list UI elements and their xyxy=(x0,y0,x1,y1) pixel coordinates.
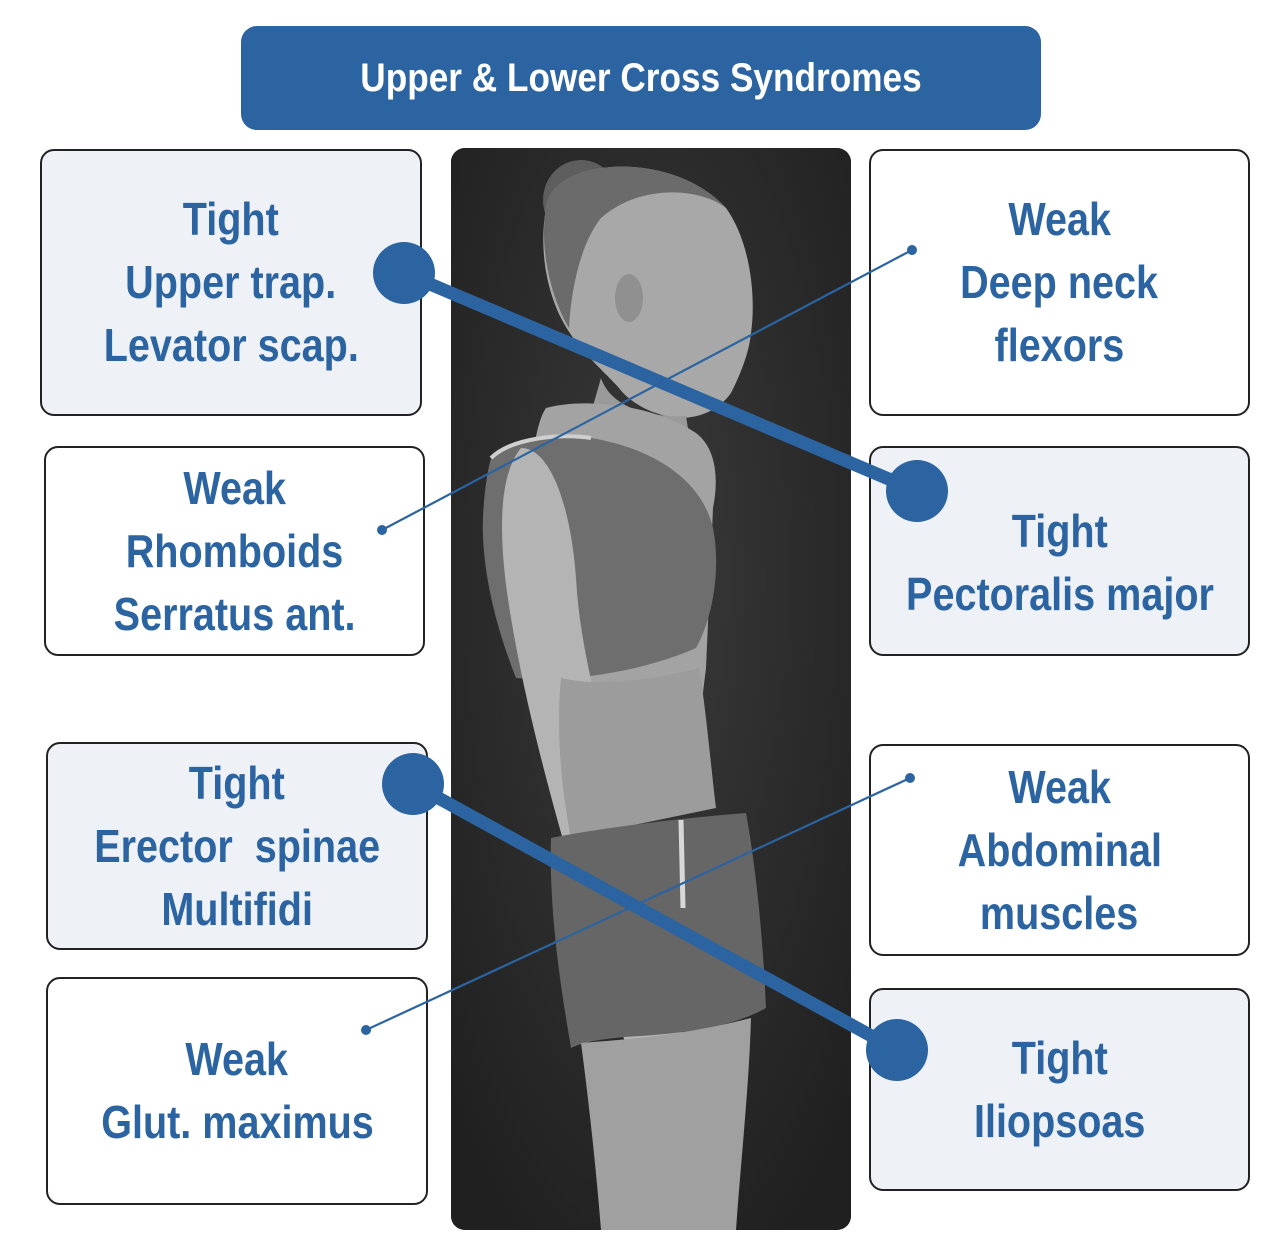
box-label-line: Glut. maximus xyxy=(100,1096,374,1148)
box-label-line: Tight xyxy=(1011,505,1108,557)
weak-dot-neck-flexors xyxy=(907,245,917,255)
tight-dot-pectoralis xyxy=(886,460,948,522)
tight-connector-lower xyxy=(406,777,904,1057)
weak-dot-glut xyxy=(361,1025,371,1035)
weak-connector-upper xyxy=(381,249,913,531)
posture-photo xyxy=(451,148,851,1230)
box-label-line: Abdominal xyxy=(957,823,1162,876)
weak-dot-abdominal xyxy=(905,773,915,783)
box-label-line: muscles xyxy=(980,886,1139,939)
weak-connector-lower xyxy=(365,777,911,1031)
box-label-line: Erector spinae xyxy=(94,819,380,872)
box-tight-erector-spinae: Tight Erector spinae Multifidi xyxy=(46,742,428,950)
box-tight-iliopsoas: Tight Iliopsoas xyxy=(869,988,1250,1191)
box-weak-glut-maximus: Weak Glut. maximus xyxy=(46,977,428,1205)
box-label-line: Weak xyxy=(183,461,286,514)
box-label-line: Weak xyxy=(185,1033,289,1085)
box-label-line: Tight xyxy=(1011,1031,1108,1084)
box-weak-rhomboids: Weak Rhomboids Serratus ant. xyxy=(44,446,425,656)
box-tight-upper-trap: Tight Upper trap. Levator scap. xyxy=(40,149,422,416)
title-banner: Upper & Lower Cross Syndromes xyxy=(241,26,1041,130)
box-label-line: Upper trap. xyxy=(125,256,337,308)
box-label-line: flexors xyxy=(994,319,1125,371)
box-label-line: Deep neck xyxy=(960,256,1159,308)
box-label-line: Multifidi xyxy=(161,882,313,935)
box-weak-abdominal: Weak Abdominal muscles xyxy=(869,744,1250,956)
box-label-line: Weak xyxy=(1008,760,1111,813)
tight-dot-upper-trap xyxy=(373,242,435,304)
box-label-line: Weak xyxy=(1008,193,1111,245)
box-label-line: Pectoralis major xyxy=(905,568,1214,620)
figure-silhouette xyxy=(451,148,851,1230)
weak-dot-rhomboids xyxy=(377,525,387,535)
box-label-line: Serratus ant. xyxy=(113,587,356,640)
tight-dot-erector-spinae xyxy=(382,753,444,815)
box-label-line: Iliopsoas xyxy=(973,1094,1146,1147)
box-label-line: Tight xyxy=(189,756,285,809)
box-weak-deep-neck-flexors: Weak Deep neck flexors xyxy=(869,149,1250,416)
tight-dot-iliopsoas xyxy=(866,1019,928,1081)
box-label-line: Levator scap. xyxy=(103,319,359,371)
box-label-line: Rhomboids xyxy=(125,524,344,577)
box-label-line: Tight xyxy=(183,193,279,245)
page-title: Upper & Lower Cross Syndromes xyxy=(360,55,922,100)
